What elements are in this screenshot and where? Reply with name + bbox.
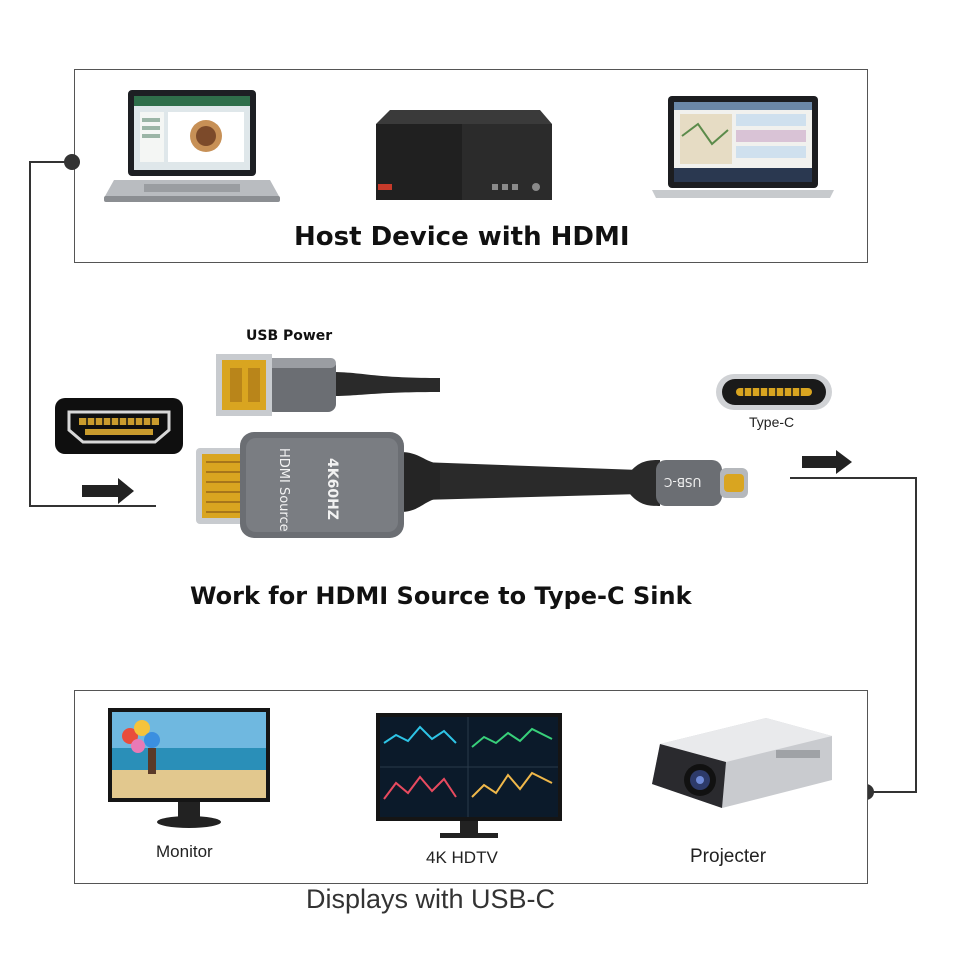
host-device-title: Host Device with HDMI bbox=[294, 222, 630, 252]
display-label-hdtv: 4K HDTV bbox=[426, 848, 498, 867]
monitor-icon bbox=[108, 708, 270, 828]
projector-icon bbox=[652, 718, 832, 808]
arrow-right-icon bbox=[802, 450, 852, 474]
hdmi-plug-text-2: 4K60HZ bbox=[324, 458, 340, 520]
desktop-tower-icon bbox=[376, 110, 552, 200]
cable-caption: Work for HDMI Source to Type-C Sink bbox=[190, 582, 692, 610]
usbc-plug-text: USB-C bbox=[664, 475, 702, 489]
arrow-right-icon bbox=[82, 478, 134, 504]
usb-a-plug bbox=[216, 354, 440, 416]
display-label-monitor: Monitor bbox=[156, 842, 213, 861]
usb-power-label: USB Power bbox=[246, 328, 333, 344]
laptop-icon bbox=[652, 96, 834, 198]
tv-icon bbox=[376, 713, 562, 838]
display-label-projector: Projecter bbox=[690, 846, 767, 867]
laptop-icon bbox=[104, 90, 280, 202]
hdmi-port-icon bbox=[55, 398, 183, 454]
typec-port-label: Type-C bbox=[749, 414, 795, 430]
hdmi-plug-text-1: HDMI Source bbox=[276, 448, 291, 532]
typec-port-icon bbox=[716, 374, 832, 410]
displays-caption: Displays with USB-C bbox=[306, 884, 556, 914]
